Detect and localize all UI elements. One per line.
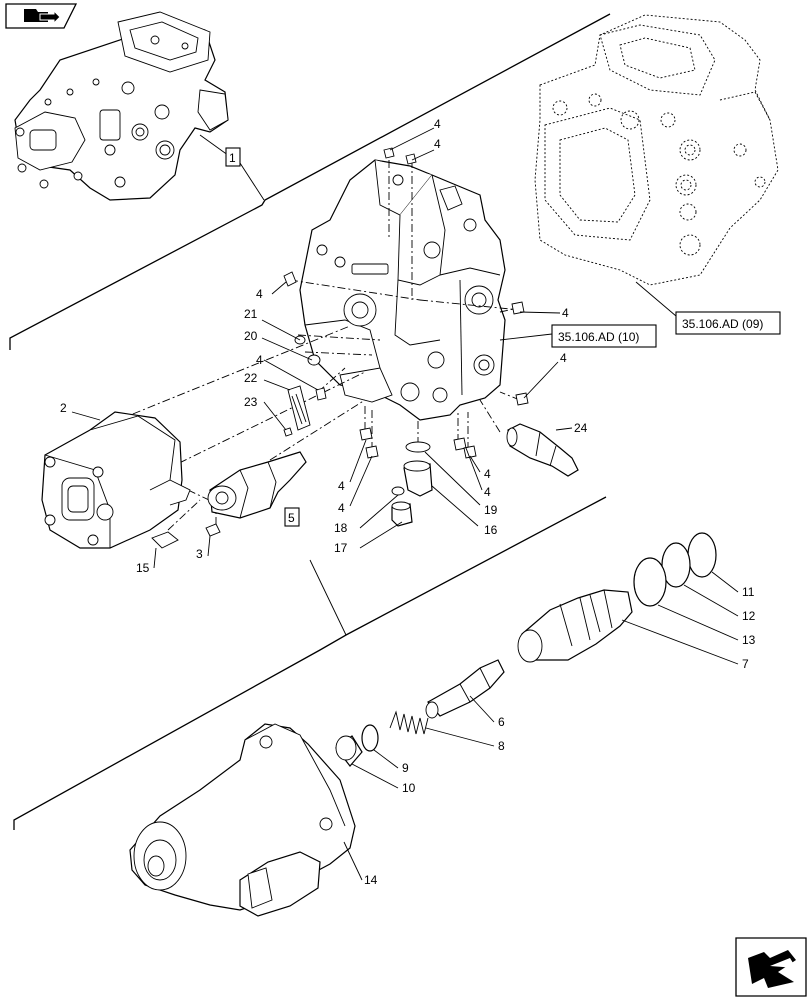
callout-16: 16 xyxy=(484,523,498,537)
o-ring-13 xyxy=(633,557,667,607)
callout-18: 18 xyxy=(334,521,348,535)
callout-4: 4 xyxy=(560,351,567,365)
assembly-box-1[interactable]: 1 xyxy=(225,147,241,167)
callout-leaders xyxy=(71,127,739,881)
nav-folder-button-top[interactable] xyxy=(5,3,78,29)
callout-9: 9 xyxy=(402,761,409,775)
callout-12: 12 xyxy=(742,609,756,623)
callout-13: 13 xyxy=(742,633,756,647)
callout-4: 4 xyxy=(484,467,491,481)
frame-line-upper xyxy=(9,13,611,350)
solenoid-5 xyxy=(207,451,307,519)
callout-4: 4 xyxy=(562,306,569,320)
solenoid-14 xyxy=(129,723,356,917)
assembly-box-5[interactable]: 5 xyxy=(284,507,300,527)
frame-line-lower xyxy=(13,496,607,830)
folder-arrow-icon xyxy=(24,9,61,25)
callout-19: 19 xyxy=(484,503,498,517)
housing-ghost-outline xyxy=(534,14,779,286)
ref-label-10: 35.106.AD (10) xyxy=(558,330,639,344)
assembly-label-5: 5 xyxy=(288,511,295,525)
nav-folder-button-bottom[interactable] xyxy=(735,937,807,997)
callout-4: 4 xyxy=(338,501,345,515)
spool-7 xyxy=(517,589,633,663)
callout-4: 4 xyxy=(338,479,345,493)
ref-label-09: 35.106.AD (09) xyxy=(682,317,763,331)
pump-overview-assembly xyxy=(14,11,229,201)
callout-4: 4 xyxy=(434,137,441,151)
callout-15: 15 xyxy=(136,561,150,575)
callout-11: 11 xyxy=(742,585,755,599)
washer-9 xyxy=(361,724,379,752)
callout-2: 2 xyxy=(60,401,67,415)
callout-23: 23 xyxy=(244,395,258,409)
callout-21: 21 xyxy=(244,307,258,321)
relief-valve-24 xyxy=(506,423,579,477)
callout-4: 4 xyxy=(434,117,441,131)
charge-pump-2 xyxy=(41,411,191,549)
ref-box-35-106-ad-10[interactable]: 35.106.AD (10) xyxy=(551,324,657,348)
spool-6 xyxy=(425,659,505,719)
o-ring-11 xyxy=(687,532,717,578)
callout-6: 6 xyxy=(498,715,505,729)
folder-arrow-icon xyxy=(748,950,796,988)
ref-box-35-106-ad-09[interactable]: 35.106.AD (09) xyxy=(675,311,781,335)
bolt-15 xyxy=(151,531,179,549)
spring-8 xyxy=(389,710,429,735)
callout-10: 10 xyxy=(402,781,416,795)
callout-4: 4 xyxy=(484,485,491,499)
callout-14: 14 xyxy=(364,873,378,887)
callout-labels: 4 4 4 4 4 4 4 4 4 4 21 20 22 23 2 24 18 … xyxy=(60,117,756,887)
valve-body xyxy=(299,159,506,421)
callout-8: 8 xyxy=(498,739,505,753)
alignment-lines xyxy=(117,160,521,531)
assembly-label-1: 1 xyxy=(229,151,236,165)
bolt-3 xyxy=(205,523,221,537)
callout-17: 17 xyxy=(334,541,348,555)
callout-7: 7 xyxy=(742,657,749,671)
callout-24: 24 xyxy=(574,421,588,435)
callout-20: 20 xyxy=(244,329,258,343)
callout-3: 3 xyxy=(196,547,203,561)
callout-4: 4 xyxy=(256,287,263,301)
callout-4: 4 xyxy=(256,353,263,367)
callout-22: 22 xyxy=(244,371,258,385)
